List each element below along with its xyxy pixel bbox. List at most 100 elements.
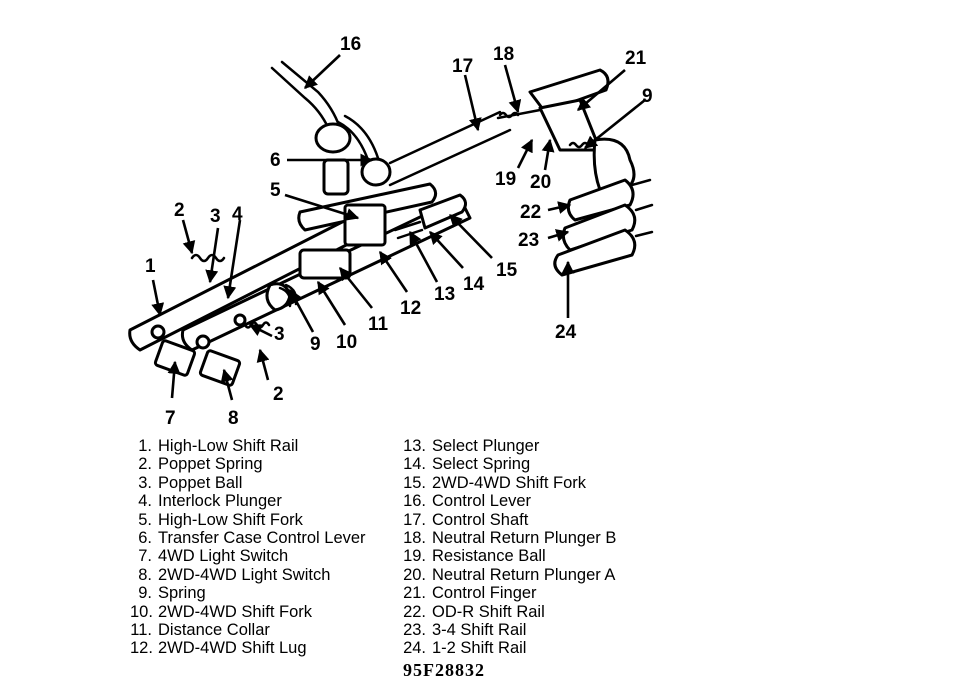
callout-3-bottom: 3 xyxy=(274,324,285,345)
light-switches xyxy=(150,324,242,387)
figure-code: 95F28832 xyxy=(403,660,485,680)
callout-20: 20 xyxy=(530,172,551,193)
legend-item: 21. Control Finger xyxy=(400,584,616,602)
legend-item-number: 15. xyxy=(403,473,426,492)
legend-item-label: High-Low Shift Rail xyxy=(158,437,299,455)
callout-18: 18 xyxy=(493,44,514,65)
legend-item: 17.Control Shaft xyxy=(400,511,616,529)
callout-numbers: 16 17 18 21 9 6 5 19 20 22 23 24 2 3 4 1… xyxy=(145,34,653,429)
legend-item-number: 21. xyxy=(403,584,426,603)
legend-item: 4.Interlock Plunger xyxy=(130,492,366,510)
legend-item-number: 16. xyxy=(403,492,426,511)
callout-8: 8 xyxy=(228,408,239,429)
callout-9-bottom: 9 xyxy=(310,334,321,355)
legend-item-number: 24. xyxy=(403,639,426,658)
legend-item-number: 2. xyxy=(138,455,152,474)
legend-item-label: Transfer Case Control Lever xyxy=(158,529,366,548)
legend-item: 13. Select Plunger xyxy=(400,437,616,455)
legend-item-label: 3-4 Shift Rail xyxy=(432,621,527,640)
legend-item: 14. Select Spring xyxy=(400,455,616,473)
callout-16: 16 xyxy=(340,34,361,55)
legend-item-label: 4WD Light Switch xyxy=(158,547,289,566)
legend-item: 1. High-Low Shift Rail xyxy=(130,437,366,455)
legend-item-number: 23. xyxy=(403,621,426,640)
legend-item: 16. Control Lever xyxy=(400,492,616,510)
callout-2-top: 2 xyxy=(174,200,185,221)
legend-item-number: 3. xyxy=(138,473,152,492)
callout-2-bottom: 2 xyxy=(273,384,284,405)
callout-14: 14 xyxy=(463,274,485,295)
legend-item-number: 8. xyxy=(138,565,152,584)
leader-lines xyxy=(151,54,646,401)
legend-item-label: Select Spring xyxy=(432,455,531,474)
legend-item-number: 1. xyxy=(138,437,152,455)
legend-item-number: 9. xyxy=(138,584,152,603)
shift-rail-diagram: 16 17 18 21 9 6 5 19 20 22 23 24 2 3 4 1… xyxy=(128,34,654,429)
callout-11: 11 xyxy=(368,314,389,335)
legend-item: 9. Spring xyxy=(130,584,366,602)
legend-item: 22. OD-R Shift Rail xyxy=(400,603,616,621)
callout-23: 23 xyxy=(518,230,539,251)
legend-item-number: 22. xyxy=(403,602,426,621)
legend-item-label: Spring xyxy=(158,584,206,603)
legend-item-number: 6. xyxy=(138,529,152,548)
callout-7: 7 xyxy=(165,408,176,429)
callout-9-top: 9 xyxy=(642,86,653,107)
callout-10: 10 xyxy=(336,332,357,353)
legend-item-label: 2WD-4WD Shift Lug xyxy=(158,639,307,658)
legend-item: 23. 3-4 Shift Rail xyxy=(400,621,616,639)
legend-item-label: Control Lever xyxy=(432,492,532,511)
callout-4: 4 xyxy=(232,204,243,225)
callout-22: 22 xyxy=(520,202,541,223)
callout-13: 13 xyxy=(434,284,455,305)
legend-item-label: Select Plunger xyxy=(432,437,540,455)
legend-item-number: 14. xyxy=(403,455,426,474)
legend-item-number: 5. xyxy=(138,510,152,529)
legend-item-number: 11. xyxy=(130,621,152,640)
legend-item: 6. Transfer Case Control Lever xyxy=(130,529,366,548)
legend-item: 15.2WD-4WD Shift Fork xyxy=(400,474,616,492)
legend-item-label: 1-2 Shift Rail xyxy=(432,639,527,658)
callout-24: 24 xyxy=(555,322,577,343)
legend-item-label: Poppet Ball xyxy=(158,473,243,492)
legend-item-label: 2WD-4WD Shift Fork xyxy=(158,602,313,621)
callout-21: 21 xyxy=(625,48,647,69)
legend-item-number: 10. xyxy=(130,602,153,621)
legend-item: 7. 4WD Light Switch xyxy=(130,547,366,565)
legend-item-label: Resistance Ball xyxy=(432,547,546,566)
callout-5: 5 xyxy=(270,180,281,201)
legend-item-label: OD-R Shift Rail xyxy=(432,602,545,621)
legend-item-label: High-Low Shift Fork xyxy=(158,510,303,529)
legend-item-number: 18. xyxy=(403,529,426,548)
legend-item-number: 7. xyxy=(138,547,152,566)
legend-item: 11. Distance Collar xyxy=(130,621,366,639)
legend-item: 3. Poppet Ball xyxy=(130,474,366,492)
legend-item-number: 19. xyxy=(403,547,426,566)
control-shaft xyxy=(388,110,512,187)
callout-15: 15 xyxy=(496,260,518,281)
legend-item: 2.Poppet Spring xyxy=(130,455,366,473)
callout-3-top: 3 xyxy=(210,206,221,227)
legend-item: 24. 1-2 Shift Rail xyxy=(400,639,616,657)
legend-item-label: Neutral Return Plunger A xyxy=(432,565,616,584)
legend-item: 19. Resistance Ball xyxy=(400,547,616,565)
legend-item: 12. 2WD-4WD Shift Lug xyxy=(130,639,366,657)
legend-item: 10. 2WD-4WD Shift Fork xyxy=(130,603,366,621)
callout-12: 12 xyxy=(400,298,421,319)
legend-item-number: 13. xyxy=(403,437,426,455)
legend-item-label: 2WD-4WD Light Switch xyxy=(158,565,331,584)
legend-item-number: 20. xyxy=(403,565,426,584)
legend-item-label: Control Finger xyxy=(432,584,537,603)
legend-item-number: 12. xyxy=(130,639,153,658)
legend-item: 5. High-Low Shift Fork xyxy=(130,511,366,529)
legend-item: 18.Neutral Return Plunger B xyxy=(400,529,616,547)
legend-item-label: Interlock Plunger xyxy=(158,492,282,511)
legend-item-label: Distance Collar xyxy=(158,621,270,640)
callout-19: 19 xyxy=(495,169,516,190)
legend-item-number: 17. xyxy=(403,510,426,529)
legend-item: 20. Neutral Return Plunger A xyxy=(400,566,616,584)
control-lever xyxy=(270,60,392,196)
callout-6: 6 xyxy=(270,150,281,171)
